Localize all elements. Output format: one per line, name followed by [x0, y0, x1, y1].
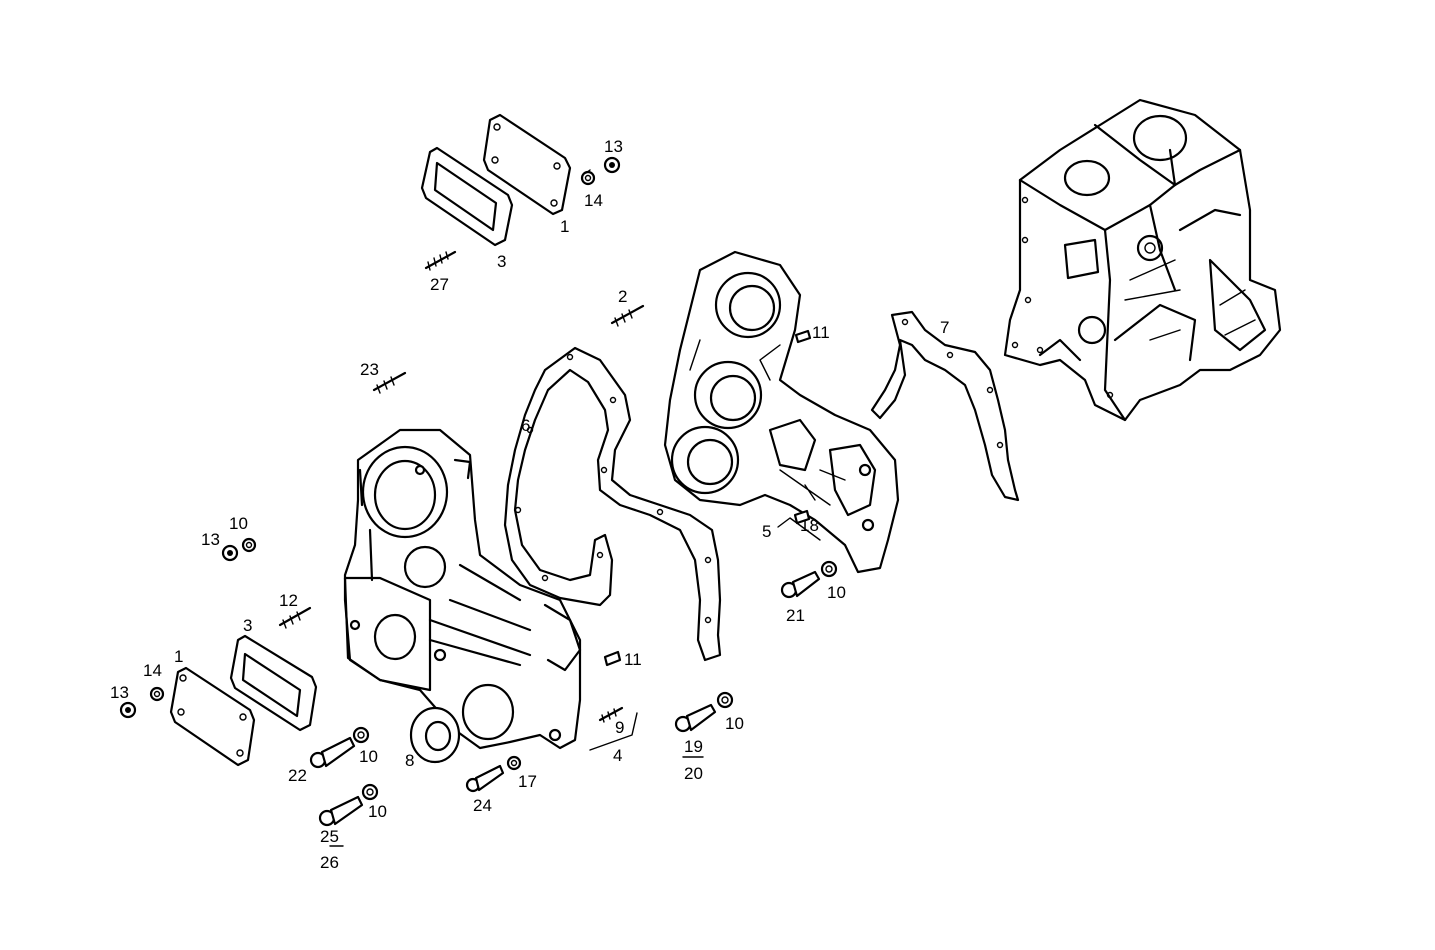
- callout-10-b1: 10: [359, 747, 378, 766]
- nut-13-top: [603, 156, 621, 174]
- nut-13-left: [221, 544, 239, 562]
- callout-26: 26: [320, 853, 339, 872]
- washer-14-top: [580, 170, 596, 186]
- stud-23: [372, 371, 407, 394]
- cover-plate-top: [482, 113, 572, 216]
- timing-plate-5: [663, 250, 900, 574]
- front-housing-4: [343, 428, 582, 750]
- bolt-24: [465, 764, 505, 793]
- gasket-6: [503, 346, 722, 662]
- gasket-7: [870, 310, 1020, 502]
- callout-8: 8: [405, 751, 414, 770]
- washer-17: [506, 755, 522, 771]
- washer-10-b2: [361, 783, 379, 801]
- callouts: 1 3 13 14 27 2 23 6 11 7 5 18 21 10 13 1…: [110, 137, 949, 872]
- stud-12: [278, 606, 312, 629]
- callout-1-top: 1: [560, 217, 569, 236]
- gasket-bottom: [229, 634, 318, 732]
- gasket-top: [420, 146, 514, 247]
- bolt-25-26: [318, 795, 364, 827]
- nut-13-bottom: [119, 701, 137, 719]
- bolt-19-20: [674, 703, 717, 733]
- callout-6: 6: [521, 416, 530, 435]
- callout-10-left: 10: [229, 514, 248, 533]
- dowel-11-bottom: [603, 650, 622, 667]
- callout-5: 5: [762, 522, 771, 541]
- callout-11-bottom: 11: [624, 650, 642, 669]
- callout-21: 21: [786, 606, 805, 625]
- callout-10-right: 10: [725, 714, 744, 733]
- callout-20: 20: [684, 764, 703, 783]
- washer-10-b1: [352, 726, 370, 744]
- dowel-18: [793, 509, 811, 525]
- bolt-21: [780, 570, 821, 599]
- callout-3-top: 3: [497, 252, 506, 271]
- callout-13-left: 13: [201, 530, 220, 549]
- callout-2: 2: [618, 287, 627, 306]
- callout-11-top: 11: [812, 323, 830, 342]
- callout-1-bottom: 1: [174, 647, 183, 666]
- callout-24: 24: [473, 796, 492, 815]
- callout-13-bottom: 13: [110, 683, 129, 702]
- cover-plate-bottom: [169, 666, 256, 767]
- dowel-11-top: [794, 329, 812, 344]
- callout-27: 27: [430, 275, 449, 294]
- washer-10-mid: [820, 560, 838, 578]
- washer-10-right: [716, 691, 734, 709]
- callout-13-top: 13: [604, 137, 623, 156]
- callout-3-bottom: 3: [243, 616, 252, 635]
- callout-14-top: 14: [584, 191, 603, 210]
- callout-25: 25: [320, 827, 339, 846]
- leader-lines: [329, 169, 821, 847]
- callout-10-b2: 10: [368, 802, 387, 821]
- callout-7: 7: [940, 318, 949, 337]
- seal-8: [409, 706, 461, 764]
- engine-block: [1003, 98, 1282, 422]
- washer-14-bottom: [149, 686, 165, 702]
- stud-27: [424, 250, 457, 271]
- callout-17: 17: [518, 772, 537, 791]
- callout-9: 9: [615, 718, 624, 737]
- callout-12: 12: [279, 591, 298, 610]
- callout-4: 4: [613, 746, 622, 765]
- stud-9: [598, 706, 624, 723]
- washer-10-left: [241, 537, 257, 553]
- callout-22: 22: [288, 766, 307, 785]
- stud-2: [610, 304, 645, 327]
- callout-10-mid: 10: [827, 583, 846, 602]
- callout-14-bottom: 14: [143, 661, 162, 680]
- callout-19: 19: [684, 737, 703, 756]
- callout-18: 18: [800, 516, 819, 535]
- bolt-22: [309, 736, 356, 769]
- callout-23: 23: [360, 360, 379, 379]
